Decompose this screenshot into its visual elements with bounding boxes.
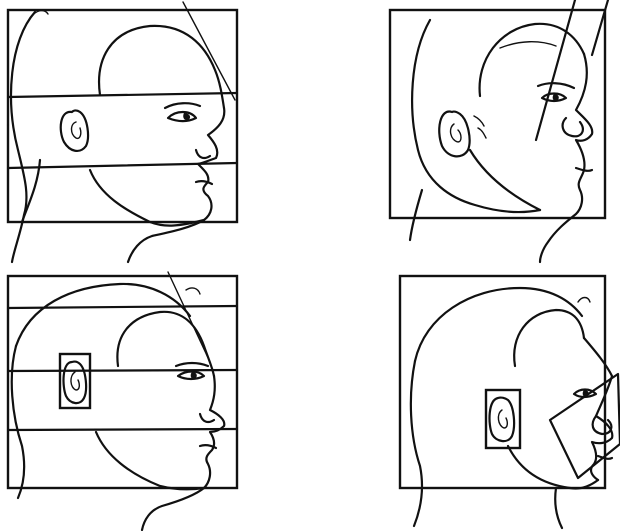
brow [165, 103, 200, 108]
hair-wisp [30, 11, 48, 18]
hair-wisp [578, 298, 590, 303]
head-outline [16, 284, 190, 346]
brow [176, 363, 208, 366]
ear-inner [72, 122, 81, 138]
face-profile [142, 376, 224, 530]
angle-line [183, 2, 235, 100]
jaw-line [470, 150, 540, 210]
face-profile [128, 108, 224, 262]
ear-outer [64, 362, 87, 403]
mouth [196, 181, 212, 184]
crown-curve [514, 310, 584, 366]
guide-line-brow [8, 370, 237, 371]
neck-line [410, 190, 422, 240]
nose [563, 118, 583, 136]
neck-line [22, 160, 40, 222]
ear-outer [61, 111, 88, 151]
jaw-line [508, 446, 598, 489]
eye [168, 112, 196, 121]
ear-inner [451, 124, 461, 142]
angle-line [536, 0, 575, 140]
head-outline [412, 20, 540, 212]
neck-line [12, 346, 24, 498]
brow [538, 83, 574, 88]
panel-top-right [370, 0, 620, 265]
ear-lines [474, 116, 486, 138]
hair-wisp [186, 288, 200, 294]
head-outline [11, 12, 35, 262]
ear-inner [71, 372, 79, 390]
jaw-line [90, 170, 204, 226]
nostril [196, 150, 210, 158]
nostril [200, 414, 214, 422]
head-outline [415, 288, 582, 361]
guide-line-nose [8, 429, 237, 430]
throat-line [555, 488, 562, 528]
ear-inner [498, 410, 507, 428]
neck-line [411, 361, 422, 526]
panel-bottom-left [0, 266, 250, 531]
jaw-line [96, 432, 204, 489]
panel-top-left [0, 0, 250, 265]
ear-outer [439, 112, 469, 157]
hair-wisp [500, 42, 556, 48]
crown-curve [117, 312, 214, 376]
panel-bottom-right [370, 266, 620, 531]
ear-outer [490, 398, 515, 441]
guide-line-brow [8, 93, 237, 97]
